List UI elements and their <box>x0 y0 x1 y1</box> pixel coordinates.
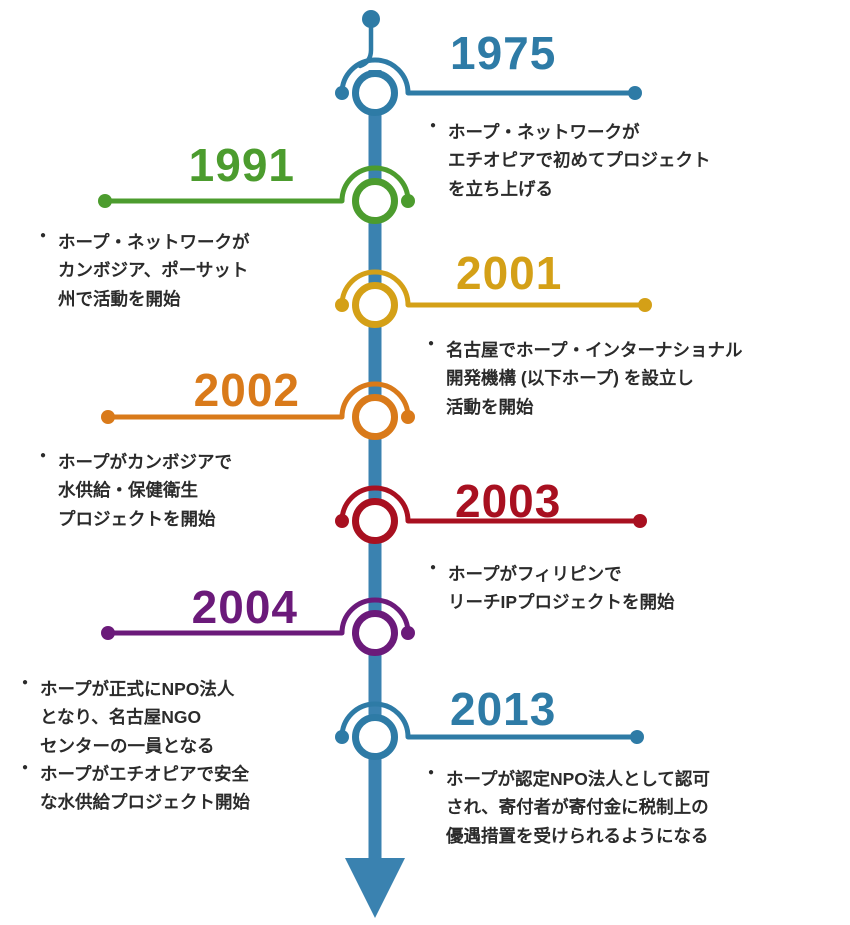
node-arc-1975 <box>339 57 411 96</box>
node-tail-dot-1975 <box>335 86 349 100</box>
node-arc-2013 <box>339 701 411 740</box>
bullet-line: 水供給・保健衛生 <box>58 480 198 501</box>
year-label-2002: 2002 <box>193 364 300 416</box>
node-arc-1991 <box>339 165 411 204</box>
bullet-line: を立ち上げる <box>448 178 553 199</box>
node-arc-2003 <box>339 485 411 524</box>
bullet-line: カンボジア、ポーサット <box>58 260 249 281</box>
bullet-line: され、寄付者が寄付金に税制上の <box>446 797 709 818</box>
connector-end-dot-2002 <box>101 410 115 424</box>
node-arc-2002 <box>339 381 411 420</box>
bullet-line: な水供給プロジェクト開始 <box>40 792 250 813</box>
node-tail-dot-2003 <box>335 514 349 528</box>
connector-end-dot-1975 <box>628 86 642 100</box>
node-tail-dot-2001 <box>335 298 349 312</box>
node-ring-2002 <box>352 394 398 440</box>
year-label-2001: 2001 <box>456 247 563 299</box>
bullet-line: ホープが正式にNPO法人 <box>40 675 250 703</box>
node-tail-dot-2002 <box>401 410 415 424</box>
connector-end-dot-2001 <box>638 298 652 312</box>
description-2013: ホープが認定NPO法人として認可され、寄付者が寄付金に税制上の優遇措置を受けられ… <box>428 765 710 850</box>
year-label-1991: 1991 <box>188 139 295 191</box>
bullet-line: となり、名古屋NGO <box>40 707 202 728</box>
bullet-line: ホープ・ネットワークが <box>448 118 711 146</box>
bullet-line: プロジェクトを開始 <box>58 508 216 529</box>
connector-end-dot-2004 <box>101 626 115 640</box>
node-ring-2013 <box>352 714 398 760</box>
node-ring-2004 <box>352 610 398 656</box>
bullet-line: 開発機構 (以下ホープ) を設立し <box>446 368 694 389</box>
node-arc-2004 <box>339 597 411 636</box>
node-ring-1991 <box>352 178 398 224</box>
timeline-node-2013 <box>335 701 644 760</box>
node-tail-dot-1991 <box>401 194 415 208</box>
bullet-item: ホープが認定NPO法人として認可され、寄付者が寄付金に税制上の優遇措置を受けられ… <box>428 765 710 850</box>
connector-end-dot-2013 <box>630 730 644 744</box>
node-tail-dot-2004 <box>401 626 415 640</box>
timeline-arrow-head <box>345 858 405 918</box>
node-ring-2003 <box>352 498 398 544</box>
connector-end-dot-1991 <box>98 194 112 208</box>
timeline-top-dot <box>362 10 380 28</box>
bullet-line: ホープが認定NPO法人として認可 <box>446 765 710 793</box>
bullet-line: ホープがエチオピアで安全 <box>40 760 250 788</box>
node-arc-2001 <box>339 269 411 308</box>
bullet-line: 優遇措置を受けられるようになる <box>446 825 709 846</box>
node-ring-1975 <box>352 70 398 116</box>
connector-end-dot-2003 <box>633 514 647 528</box>
bullet-line: ホープ・ネットワークが <box>58 228 249 256</box>
year-label-2004: 2004 <box>191 581 298 633</box>
timeline-node-1975 <box>335 57 642 116</box>
node-tail-dot-2013 <box>335 730 349 744</box>
bullet-line: リーチIPプロジェクトを開始 <box>448 592 675 613</box>
bullet-list-2013: ホープが認定NPO法人として認可され、寄付者が寄付金に税制上の優遇措置を受けられ… <box>428 765 710 850</box>
timeline-node-2003 <box>335 485 647 544</box>
year-label-1975: 1975 <box>450 27 557 79</box>
node-ring-2001 <box>352 282 398 328</box>
timeline-node-1991 <box>98 165 415 224</box>
bullet-line: ホープがフィリピンで <box>448 560 675 588</box>
bullet-line: エチオピアで初めてプロジェクト <box>448 150 711 171</box>
year-label-2003: 2003 <box>455 475 562 527</box>
bullet-line: 州で活動を開始 <box>58 288 181 309</box>
timeline-node-2004 <box>101 597 415 656</box>
timeline-node-2001 <box>335 269 652 328</box>
bullet-line: ホープがカンボジアで <box>58 448 232 476</box>
year-label-2013: 2013 <box>450 683 557 735</box>
bullet-line: 名古屋でホープ・インターナショナル <box>446 336 742 364</box>
bullet-line: センターの一員となる <box>40 735 215 756</box>
timeline-node-2002 <box>101 381 415 440</box>
bullet-line: 活動を開始 <box>446 396 534 417</box>
